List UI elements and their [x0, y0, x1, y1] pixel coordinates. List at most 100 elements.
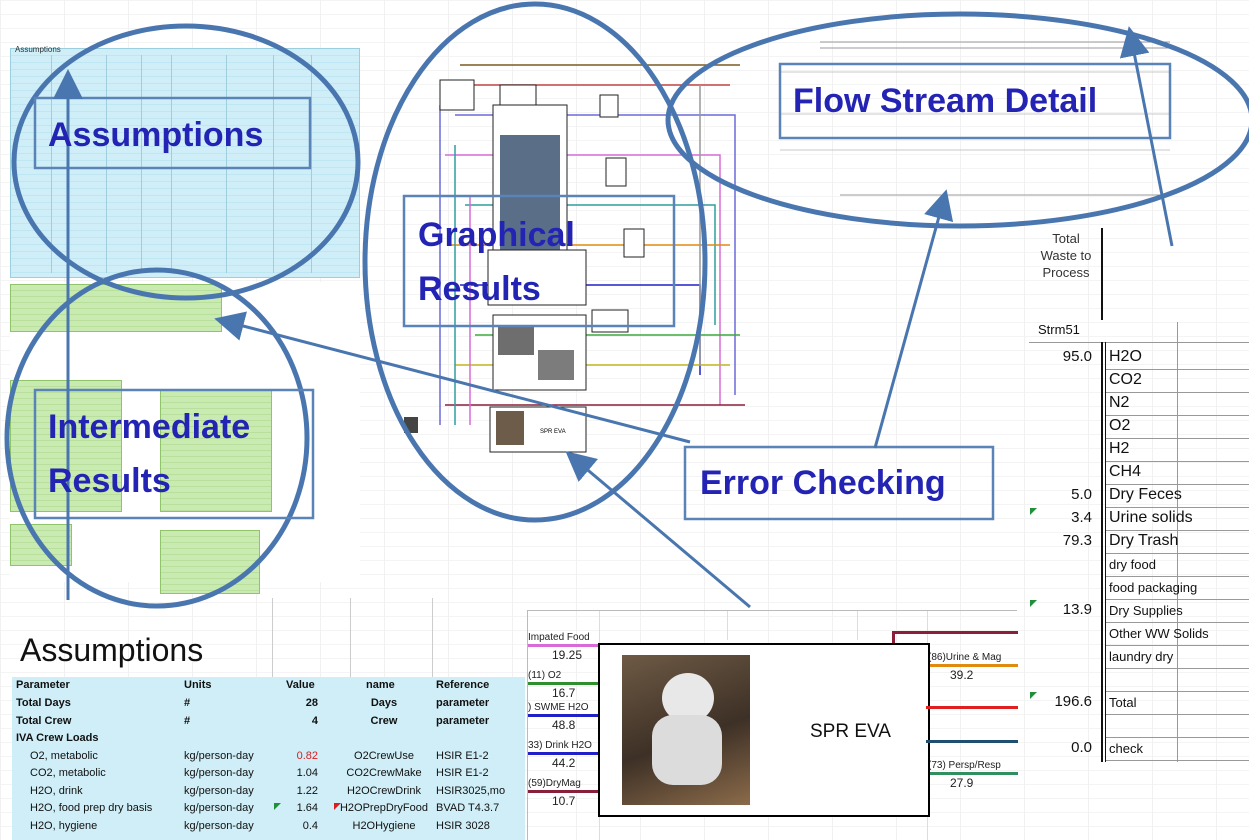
waste-value: 0.0 [1071, 739, 1092, 756]
input-stream-label: 33) Drink H2O [528, 740, 592, 751]
cell-value: 1.22 [296, 784, 318, 797]
column-header: name [366, 679, 395, 691]
column-header: Value [286, 679, 315, 691]
divider [272, 598, 273, 678]
cell-parameter: CO2, metabolic [30, 767, 106, 779]
cell-parameter: H2O, hygiene [30, 819, 98, 832]
column-header: Units [184, 679, 212, 691]
cell-reference: HSIR E1-2 [436, 767, 489, 779]
assumptions-sheet-title: Assumptions [15, 45, 61, 54]
cell-name: Days [370, 697, 398, 709]
cell-name: Crew [370, 714, 398, 727]
spr-eva-label: SPR EVA [810, 721, 891, 742]
label-graphical: Graphical [418, 216, 575, 254]
waste-value: 95.0 [1062, 348, 1092, 365]
waste-name: Dry Trash [1109, 532, 1179, 549]
waste-name: Total [1109, 695, 1137, 710]
table-row: CO2, metabolic kg/person-day 1.04 CO2CrewMa… [12, 767, 525, 783]
waste-value: 13.9 [1062, 601, 1092, 618]
divider [350, 598, 351, 678]
stream-id: Strm51 [1038, 322, 1080, 337]
cell-reference: BVAD T4.3.7 [436, 802, 500, 814]
label-error-checking: Error Checking [700, 464, 946, 502]
waste-name: O2 [1109, 417, 1131, 434]
row-divider [1106, 576, 1249, 577]
input-stream-line [528, 714, 598, 717]
input-stream-line [528, 644, 598, 647]
cell-parameter: Total Days [16, 697, 71, 709]
box-assumptions [33, 96, 312, 170]
output-line [926, 740, 1018, 743]
sheet-column-divider [226, 55, 227, 273]
cell-units: # [184, 697, 191, 709]
header-line: Waste to [1040, 248, 1092, 263]
arrow-to-flow-stream [873, 189, 954, 449]
divider [527, 610, 1017, 611]
callout-arrows [53, 26, 1174, 609]
cell-value: 1.04 [296, 767, 318, 779]
waste-name: laundry dry [1109, 649, 1174, 664]
output-line [926, 706, 1018, 709]
cell-units: kg/person-day [184, 767, 254, 779]
sheet-column-divider [51, 55, 52, 273]
waste-name: Urine solids [1109, 509, 1193, 526]
cell-name: CO2CrewMake [346, 767, 422, 779]
output-stream-label: (86)Urine & Mag [928, 652, 1002, 663]
output-stream-value: 39.2 [950, 668, 974, 682]
label-intermediate: Intermediate [48, 408, 251, 446]
row-divider [1106, 507, 1249, 508]
row-divider [1106, 369, 1249, 370]
input-stream-value: 10.7 [552, 794, 576, 808]
waste-name: Dry Supplies [1109, 603, 1183, 618]
cell-value: 1.64 [296, 802, 318, 814]
column-header: Parameter [16, 679, 70, 691]
row-divider [1106, 415, 1249, 416]
table-row: IVA Crew Loads [12, 732, 525, 748]
cell-name: H2OCrewDrink [347, 784, 421, 797]
bottom-assumptions-header-area: Assumptions [12, 598, 524, 678]
callout-ellipses [4, 1, 1249, 609]
cell-value: 28 [305, 697, 318, 709]
ellipse-graphical [362, 1, 708, 523]
label-assumptions: Assumptions [48, 116, 264, 154]
ellipse-assumptions [11, 23, 361, 301]
bottom-assumptions-title: Assumptions [20, 632, 204, 668]
cell-value: 0.4 [302, 819, 318, 832]
diagram-node [439, 79, 475, 111]
sheet-column-divider [273, 55, 274, 273]
waste-name: CH4 [1109, 463, 1142, 480]
divider [1177, 322, 1178, 762]
waste-value: 5.0 [1071, 486, 1092, 503]
divider [1105, 342, 1106, 762]
cell-name: H2OHygiene [352, 819, 416, 832]
input-stream-line [528, 682, 598, 685]
cell-parameter: O2, metabolic [30, 749, 98, 762]
diagram-node [623, 228, 645, 258]
label-intermediate-results: Results [48, 462, 171, 500]
cell-reference: parameter [436, 714, 490, 727]
waste-name: food packaging [1109, 580, 1198, 595]
ellipse-flow-stream [665, 11, 1249, 229]
row-divider [1106, 553, 1249, 554]
waste-name: CO2 [1109, 371, 1142, 388]
sheet-column-divider [141, 55, 142, 273]
box-intermediate [33, 388, 315, 520]
divider [527, 610, 528, 840]
cell-units: kg/person-day [184, 802, 254, 814]
node-image [538, 350, 574, 380]
cell-flag-marker [274, 803, 281, 810]
box-flow-stream [778, 62, 1172, 140]
node-label-spr-eva: SPR EVA [540, 429, 566, 435]
input-stream-value: 19.25 [552, 648, 583, 662]
diagram-node [605, 157, 627, 187]
node-image [498, 325, 534, 355]
cell-units: kg/person-day [184, 784, 254, 797]
cell-reference: HSIR 3028 [436, 819, 490, 832]
waste-name: Dry Feces [1109, 486, 1182, 503]
box-error-checking [683, 445, 995, 521]
